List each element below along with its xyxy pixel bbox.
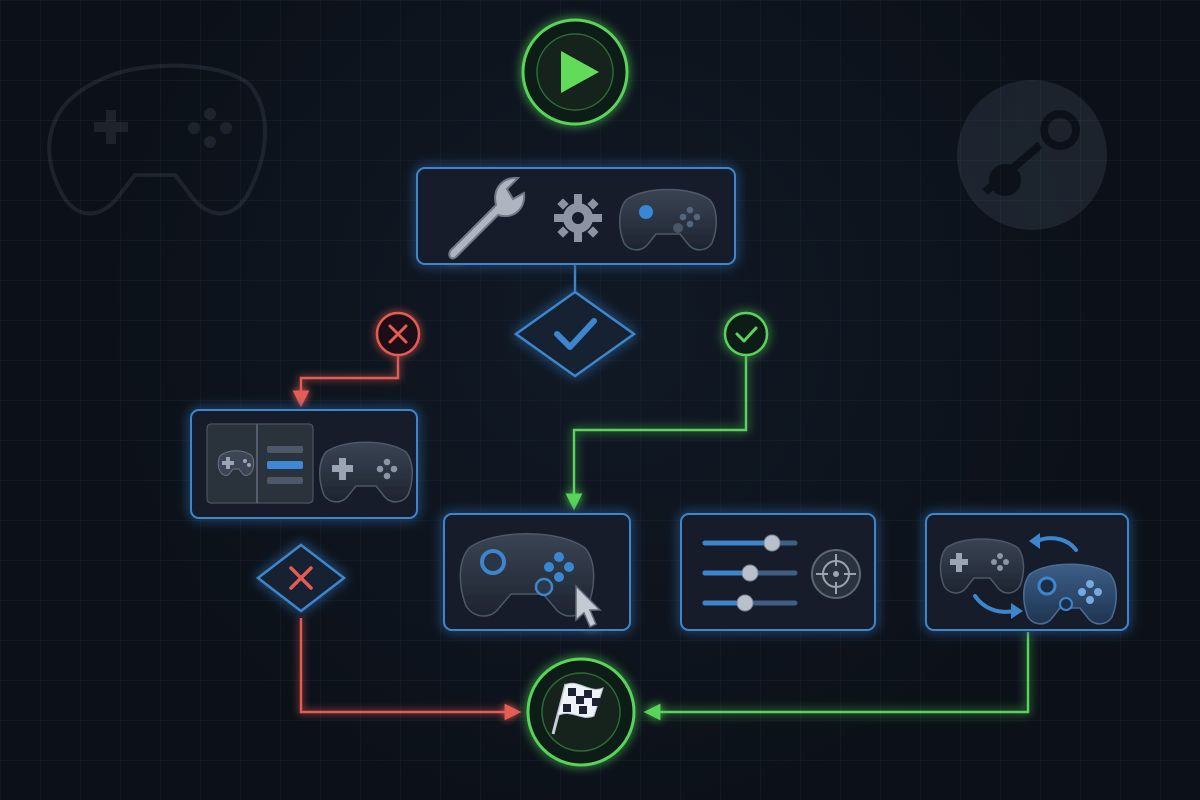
target-icon: [811, 549, 861, 599]
check-decision-node[interactable]: [513, 290, 637, 378]
cursor-icon: [575, 584, 602, 629]
slider-icon: [702, 534, 798, 612]
decision-fail-node[interactable]: [255, 543, 347, 613]
steam-logo-watermark: [957, 80, 1107, 230]
x-icon: [289, 566, 313, 590]
tuning-node[interactable]: [680, 513, 876, 631]
setup-node[interactable]: [416, 167, 736, 265]
gamepad-watermark-icon: [47, 63, 267, 216]
gear-icon: [554, 194, 602, 242]
check-circle-icon: [735, 326, 758, 343]
swap-node[interactable]: [925, 513, 1129, 631]
edge-success-mark-to-controller-pointer: [565, 355, 748, 511]
x-icon: [388, 324, 408, 344]
gamepad-icon: [619, 188, 717, 251]
remap-node[interactable]: [190, 409, 418, 519]
checkered-flag-icon: [551, 682, 604, 735]
play-icon: [561, 51, 599, 93]
gamepad-icon: [319, 441, 413, 503]
edge-fail-mark-to-remap: [292, 355, 400, 408]
success-mark-node: [723, 311, 769, 357]
edge-swap-to-finish: [643, 632, 1030, 721]
start-node[interactable]: [521, 18, 629, 126]
finish-node[interactable]: [526, 657, 636, 767]
edge-decision-fail-to-finish: [299, 618, 522, 721]
gamepad-icon: [939, 538, 1025, 594]
controller-pointer-node[interactable]: [443, 513, 631, 631]
gamepad-icon: [1023, 563, 1117, 625]
fail-mark-node: [375, 311, 421, 357]
swap-arrows-icon: [973, 533, 1078, 619]
wrench-icon: [448, 176, 526, 260]
gamepad-icon: [459, 533, 595, 617]
checkmark-icon: [554, 318, 597, 350]
settings-panel-icon: [206, 423, 314, 504]
